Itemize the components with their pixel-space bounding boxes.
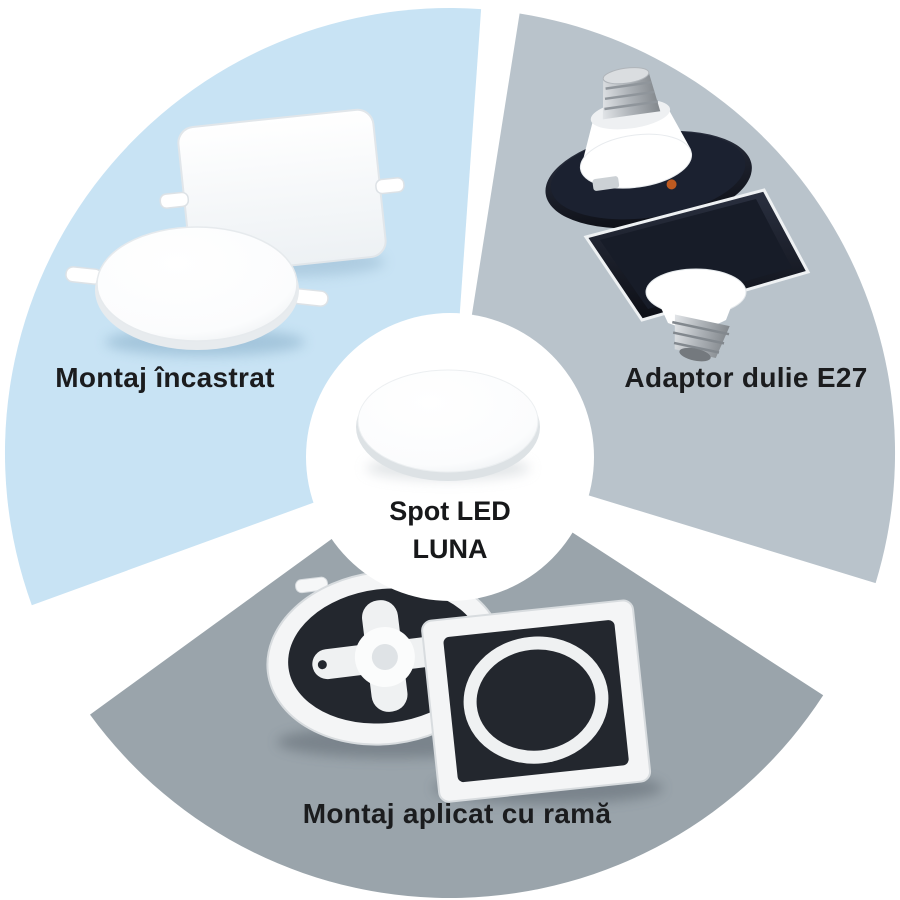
screw-thread-bottom	[672, 314, 730, 362]
square-panel-back	[421, 599, 652, 803]
product-name-line2: LUNA	[412, 534, 488, 564]
label-recessed-mount: Montaj încastrat	[55, 362, 275, 393]
product-name-line1: Spot LED	[389, 496, 511, 526]
e27-adapter-illustration	[545, 67, 811, 362]
product-name: Spot LED LUNA	[330, 492, 570, 568]
label-surface-mount: Montaj aplicat cu ramă	[302, 798, 612, 829]
round-led-panel	[65, 226, 329, 350]
recessed-mount-illustration	[65, 108, 405, 356]
adapter-round-assembly	[545, 67, 752, 229]
surface-mount-illustration	[266, 566, 663, 804]
label-e27-adapter: Adaptor dulie E27	[624, 362, 868, 393]
center-product-disc	[356, 369, 540, 481]
adapter-square-assembly	[583, 188, 811, 362]
